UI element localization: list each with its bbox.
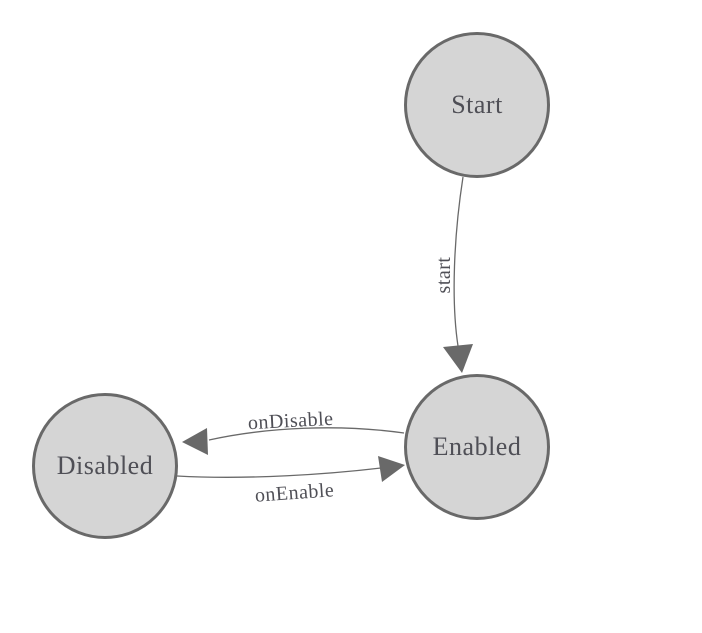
state-node-enabled-circle[interactable] xyxy=(404,374,550,520)
edge-enabled-to-disabled-arrowhead-icon xyxy=(182,428,208,455)
state-node-disabled-circle[interactable] xyxy=(32,393,178,539)
edge-enabled-to-disabled-line xyxy=(208,427,405,441)
edge-enabled-to-disabled: onDisable xyxy=(182,408,405,455)
edge-start-to-enabled-arrowhead-icon xyxy=(443,344,473,373)
edge-disabled-to-enabled-arrowhead-icon xyxy=(378,456,405,482)
edge-start-label: start xyxy=(433,257,455,294)
state-node-start[interactable]: Start xyxy=(404,32,550,178)
state-node-disabled-label: Disabled xyxy=(57,451,153,480)
state-node-start-circle[interactable] xyxy=(404,32,550,178)
state-node-enabled-label: Enabled xyxy=(433,432,522,461)
edge-disabled-to-enabled-line xyxy=(176,467,382,478)
edge-ondisable-label: onDisable xyxy=(247,408,334,434)
edge-start-to-enabled-line xyxy=(453,176,464,347)
state-node-disabled[interactable]: Disabled xyxy=(32,393,178,539)
edge-start-to-enabled: start xyxy=(433,176,473,373)
edge-disabled-to-enabled: onEnable xyxy=(176,456,405,507)
state-node-start-label: Start xyxy=(451,90,503,119)
state-node-enabled[interactable]: Enabled xyxy=(404,374,550,520)
edge-onenable-label: onEnable xyxy=(254,479,335,506)
